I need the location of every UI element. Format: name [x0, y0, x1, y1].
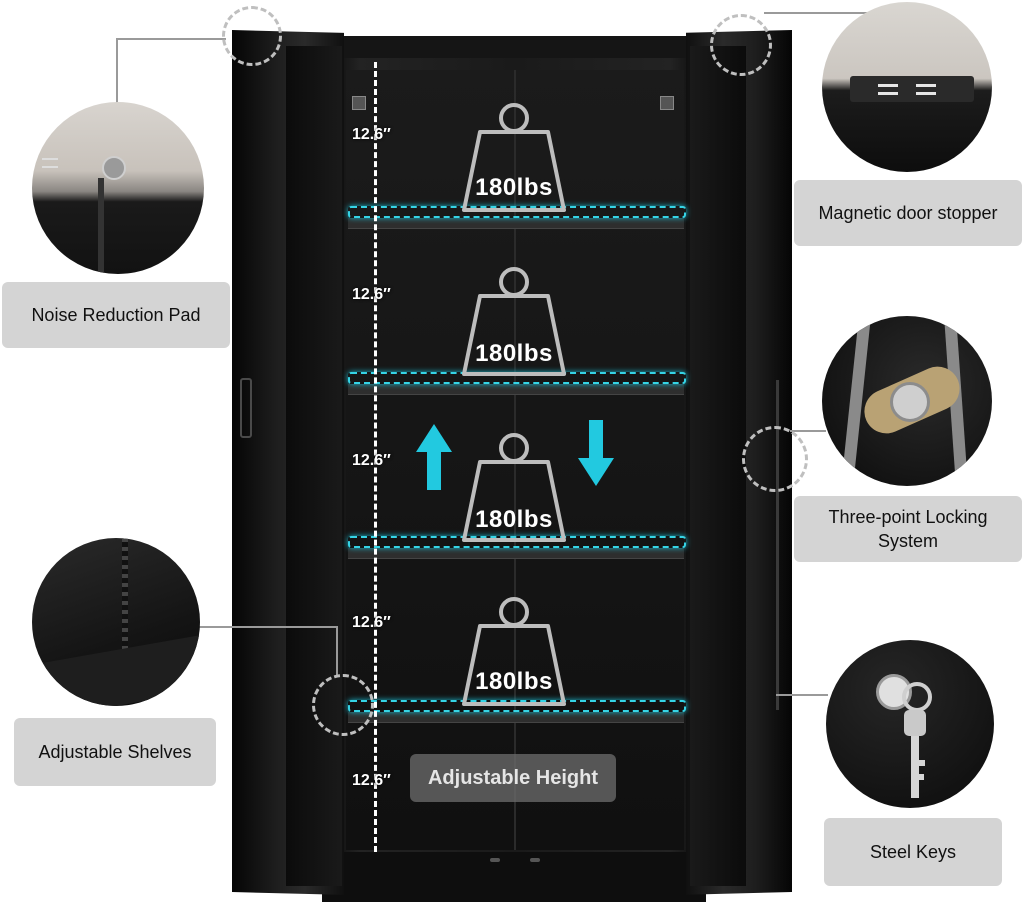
- weight-capacity-label: 180lbs: [475, 668, 553, 695]
- shelf: [348, 548, 684, 559]
- locking-rod: [776, 380, 779, 710]
- arrow-up-icon: [416, 424, 452, 490]
- shelf-edge-highlight: [348, 206, 686, 218]
- weight-icon: [462, 433, 566, 542]
- shelf-spacing-label: 12.6″: [352, 286, 391, 303]
- noise-reduction-pad-label: Noise Reduction Pad: [2, 282, 230, 348]
- connector-line: [764, 12, 884, 14]
- lock-callout-circle: [742, 426, 808, 492]
- lock-icon: [890, 382, 930, 422]
- connector-line: [336, 626, 338, 676]
- label-sticker: [352, 96, 366, 110]
- weight-capacity-label: 180lbs: [475, 340, 553, 367]
- weight-icon: [462, 597, 566, 706]
- three-point-lock-photo: [822, 316, 992, 486]
- shelf: [348, 218, 684, 229]
- key-ring: [902, 682, 932, 712]
- arrow-down-icon: [578, 420, 614, 486]
- base-vent: [530, 858, 540, 862]
- shelf-spacing-label: 12.6″: [352, 452, 391, 469]
- adjustable-shelves-label: Adjustable Shelves: [14, 718, 216, 786]
- cabinet-base: [322, 852, 706, 902]
- stopper-slot: [916, 92, 936, 95]
- hinge-callout-circle: [222, 6, 282, 66]
- key-icon: [904, 710, 926, 798]
- shelf: [348, 384, 684, 395]
- connector-line: [116, 38, 118, 104]
- stopper-slot: [878, 84, 898, 87]
- three-point-locking-label: Three-point Locking System: [794, 496, 1022, 562]
- shelf-edge-highlight: [348, 536, 686, 548]
- hinge-rod: [98, 178, 104, 274]
- stopper-slot: [878, 92, 898, 95]
- height-dimension-line: [374, 62, 377, 852]
- label-sticker: [660, 96, 674, 110]
- weight-icon: [462, 267, 566, 376]
- left-door-inner-panel: [286, 46, 342, 886]
- steel-keys-photo: [826, 640, 994, 808]
- noise-reduction-pad-photo: [32, 102, 204, 274]
- stopper-plate: [850, 76, 974, 102]
- weight-icon: [462, 103, 566, 212]
- magnetic-door-stopper-photo: [822, 2, 992, 172]
- magnetic-door-stopper-label: Magnetic door stopper: [794, 180, 1022, 246]
- steel-keys-label: Steel Keys: [824, 818, 1002, 886]
- base-vent: [490, 858, 500, 862]
- adjustable-shelves-photo: [32, 538, 200, 706]
- weight-capacity-label: 180lbs: [475, 506, 553, 533]
- connector-line: [118, 38, 226, 40]
- shelf-spacing-label: 12.6″: [352, 126, 391, 143]
- shelf-rail: [122, 538, 128, 668]
- stopper-slot: [916, 84, 936, 87]
- shelf-spacing-label: 12.6″: [352, 772, 391, 789]
- cabinet-top: [322, 36, 702, 62]
- adjustable-height-badge: Adjustable Height: [410, 754, 616, 802]
- right-door-inner-panel: [690, 46, 746, 886]
- weight-capacity-label: 180lbs: [475, 174, 553, 201]
- shelf-callout-circle: [312, 674, 374, 736]
- left-door-handle: [240, 378, 252, 438]
- connector-line: [790, 430, 826, 432]
- door-stopper-callout-circle: [710, 14, 772, 76]
- shelf-spacing-label: 12.6″: [352, 614, 391, 631]
- pad-icon: [102, 156, 126, 180]
- connector-line: [776, 694, 828, 696]
- connector-line: [198, 626, 338, 628]
- shelf: [348, 712, 684, 723]
- shelf-corner: [32, 635, 200, 706]
- vent-slot: [42, 166, 58, 168]
- vent-slot: [42, 158, 58, 160]
